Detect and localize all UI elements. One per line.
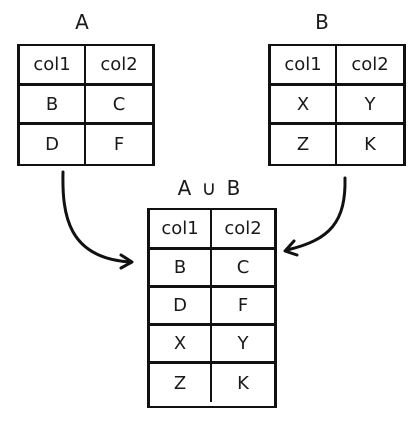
arrowhead-a bbox=[119, 253, 134, 270]
table-b-cell: Y bbox=[337, 86, 403, 125]
table-b-title: B bbox=[315, 10, 329, 34]
union-header-col2: col2 bbox=[212, 210, 274, 250]
arrowhead-b bbox=[283, 239, 299, 257]
table-a-cell: F bbox=[113, 134, 125, 155]
table-a-cell: C bbox=[86, 86, 152, 125]
table-a-cell: B bbox=[20, 86, 86, 125]
union-header-col1: col1 bbox=[150, 210, 212, 250]
union-cell: B bbox=[150, 250, 212, 288]
table-b-cell: X bbox=[271, 86, 337, 125]
union-cell: Z bbox=[150, 364, 212, 402]
table-b-cell: Z bbox=[271, 125, 337, 164]
table-b-cell: K bbox=[364, 134, 376, 155]
union-cell: D bbox=[150, 288, 212, 326]
table-a-header-col1: col1 bbox=[20, 46, 86, 86]
union-cell: K bbox=[237, 372, 249, 394]
union-cell: F bbox=[212, 288, 274, 326]
table-a-title: A bbox=[75, 10, 89, 34]
union-cell: X bbox=[150, 326, 212, 364]
union-cell: C bbox=[212, 250, 274, 288]
table-b: col1 col2 X Y Z K bbox=[268, 44, 406, 166]
table-a-header-col2: col2 bbox=[86, 46, 152, 86]
union-cell: Y bbox=[212, 326, 274, 364]
arrow-b-to-union bbox=[285, 176, 347, 252]
table-b-header-col2: col2 bbox=[337, 46, 403, 86]
table-b-header-col1: col1 bbox=[271, 46, 337, 86]
union-table-title: A ∪ B bbox=[177, 176, 243, 200]
table-a-cell: D bbox=[20, 125, 86, 164]
arrow-a-to-union bbox=[61, 170, 132, 264]
table-a: col1 col2 B C D F bbox=[17, 44, 155, 166]
union-table: col1 col2 B C D F X Y Z K bbox=[147, 208, 277, 408]
